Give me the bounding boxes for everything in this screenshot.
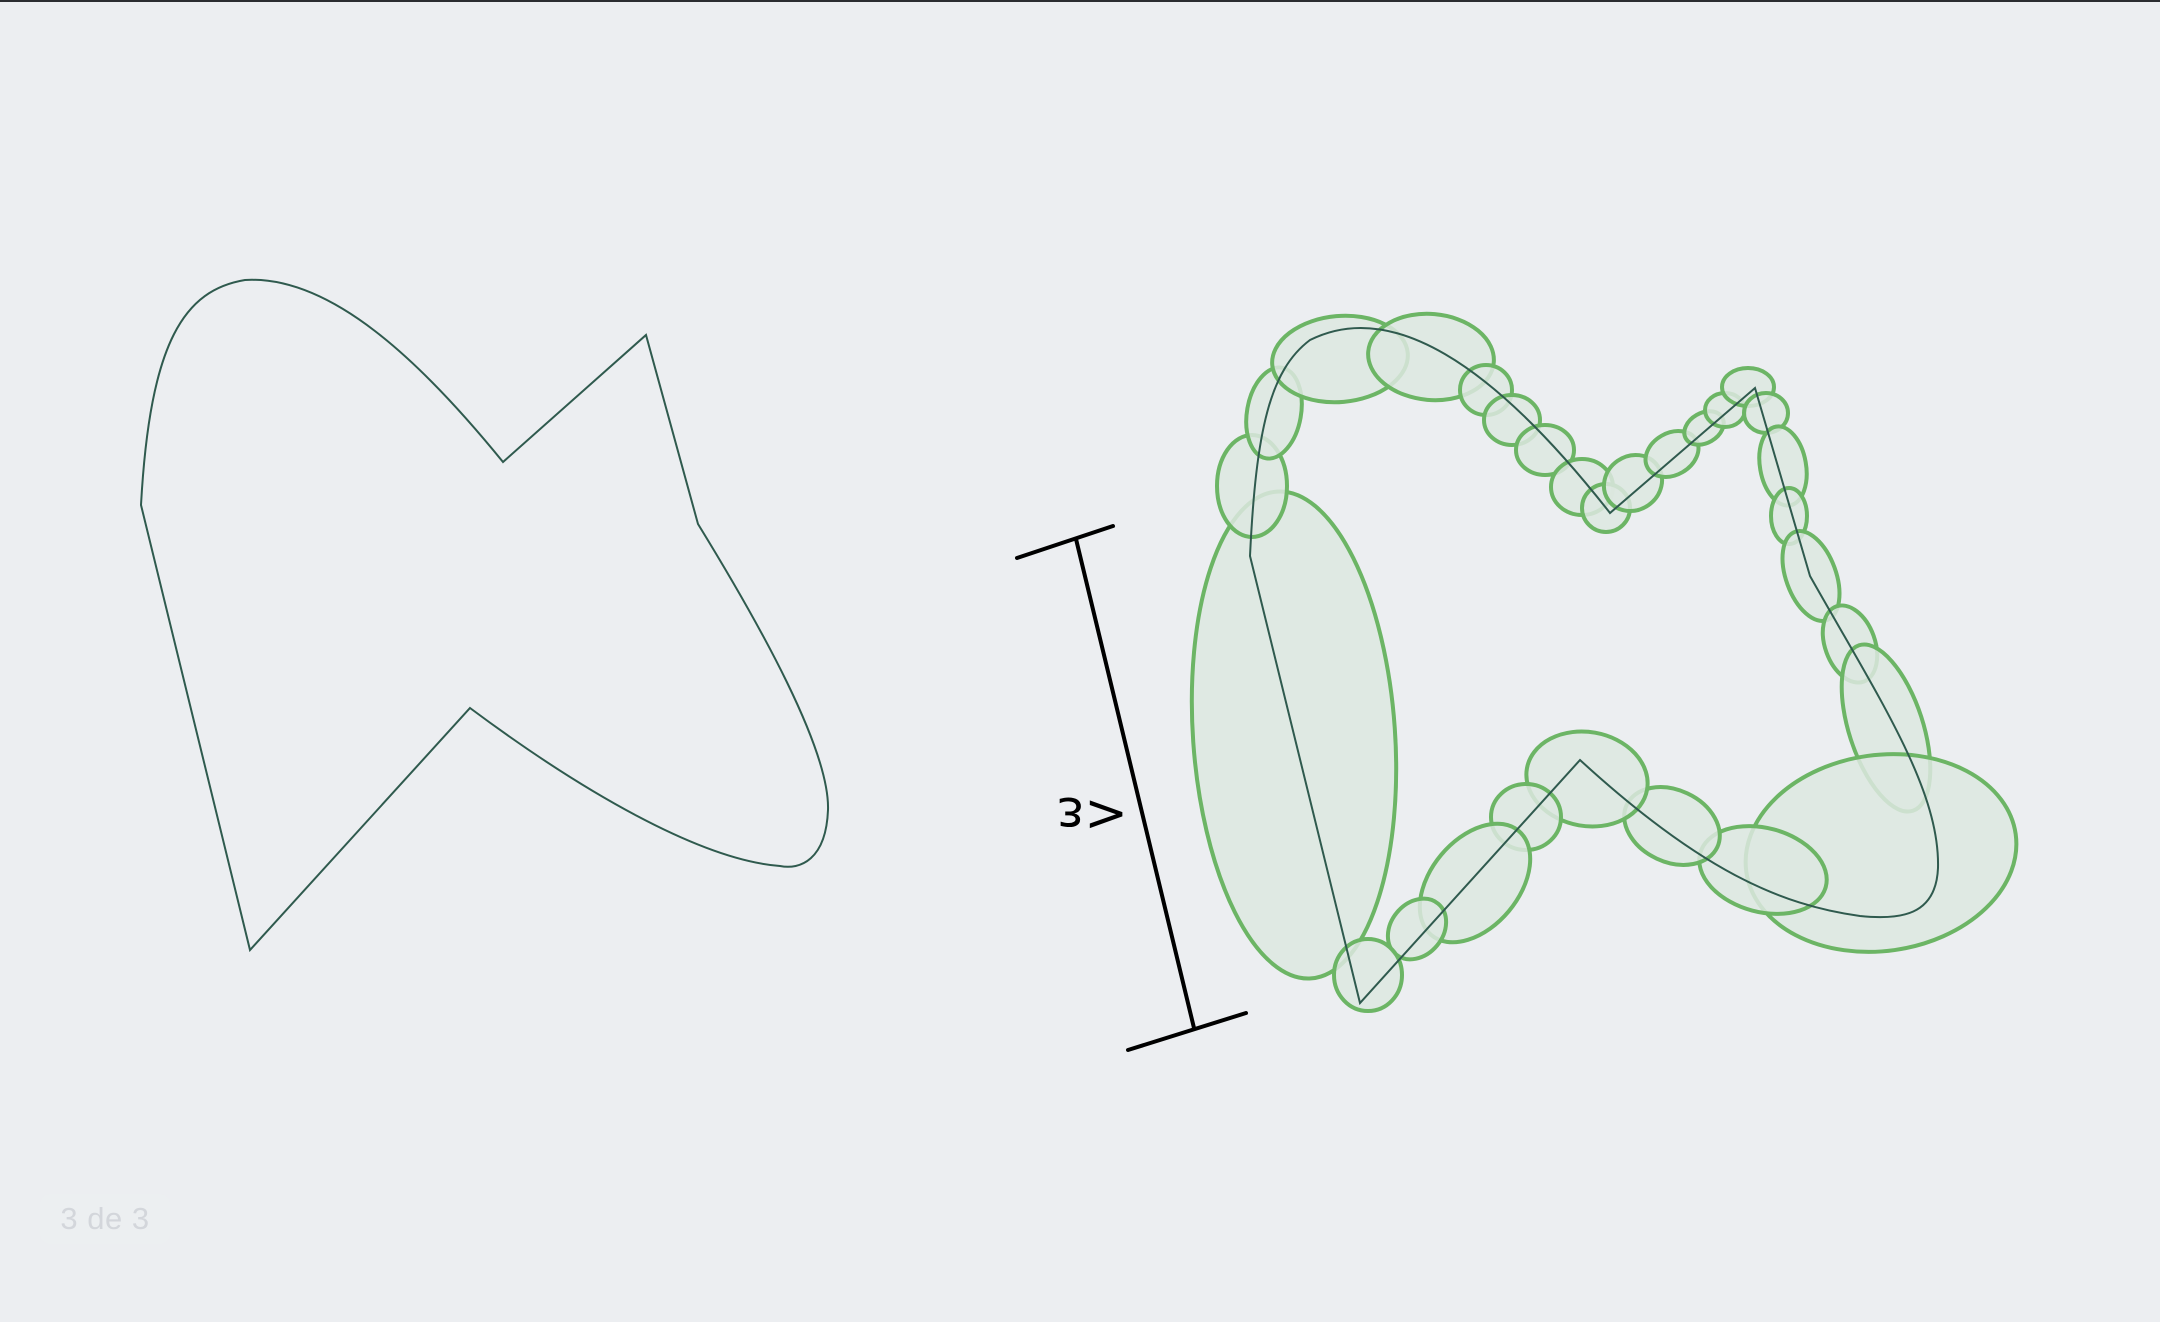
dimension-annotation [1015,524,1248,1052]
cover-ellipse [1332,937,1404,1013]
left-shape-outline [139,278,830,953]
dimension-line [1074,537,1196,1030]
dimension-tick-bottom [1126,1011,1248,1052]
cover-ellipse [1514,423,1576,477]
dimension-tick-top [1015,524,1115,560]
page-indicator: 3 de 3 [40,1194,170,1244]
right-shape-outline [1248,326,1940,1006]
top-border [0,0,2160,2]
ellipse-cover-group [1189,311,2019,1013]
dimension-label: <ε [1056,785,1128,845]
